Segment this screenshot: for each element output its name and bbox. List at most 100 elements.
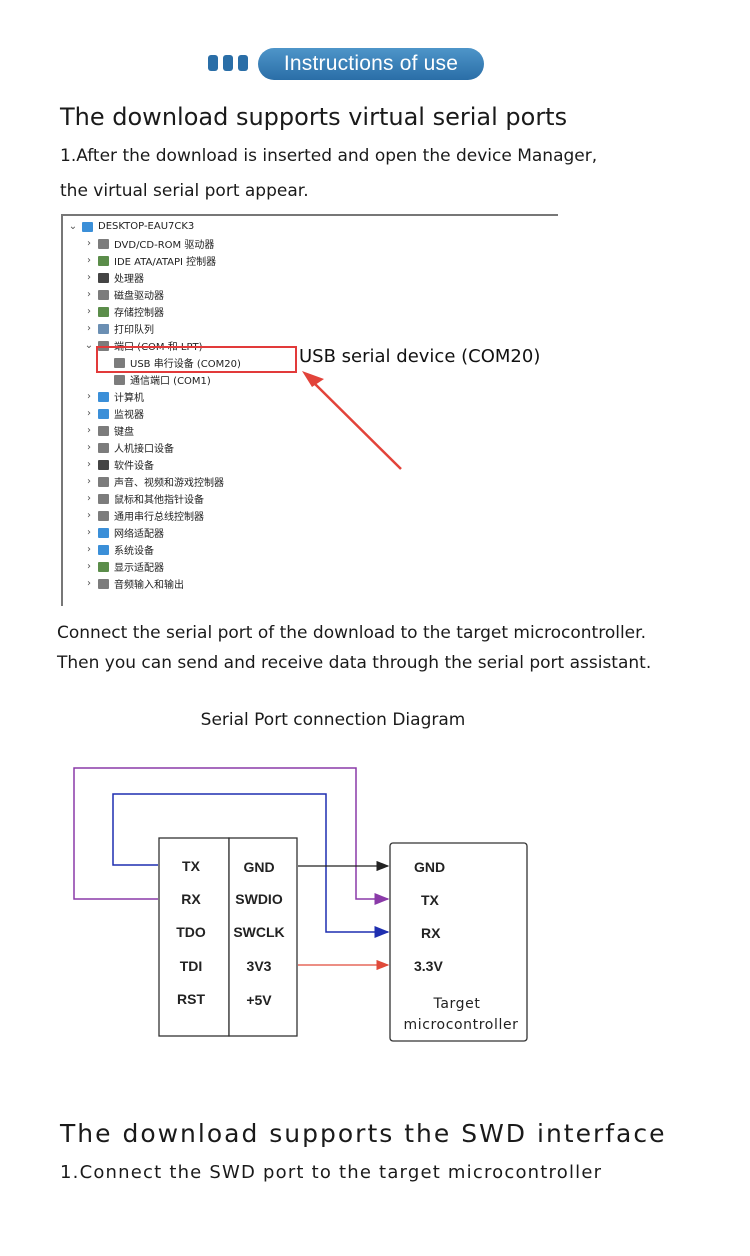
device-tree-item: › 键盘 [83, 422, 134, 439]
software-device-icon [98, 459, 109, 470]
display-adapter-icon [98, 561, 109, 572]
network-adapter-icon [98, 527, 109, 538]
chevron-right-icon: › [87, 561, 91, 572]
pin-label: +5V [246, 992, 272, 1008]
target-box [389, 842, 528, 1042]
usb-icon [98, 510, 109, 521]
header-dot [238, 55, 248, 71]
device-tree-item: › 处理器 [83, 269, 144, 286]
pin-label: TDI [180, 958, 203, 974]
section1-heading: The download supports virtual serial por… [60, 103, 568, 131]
keyboard-icon [98, 425, 109, 436]
section2-heading: The download supports the SWD interface [60, 1119, 667, 1148]
pin-label: SWCLK [233, 924, 284, 940]
system-device-icon [98, 544, 109, 555]
chevron-right-icon: › [87, 408, 91, 419]
device-tree-item: › 鼠标和其他指针设备 [83, 490, 204, 507]
section2-step: 1.Connect the SWD port to the target mic… [60, 1162, 603, 1183]
target-label: microcontroller [403, 1017, 518, 1033]
ide-controller-icon [98, 255, 109, 266]
device-tree-item: 通信端口 (COM1) [99, 371, 211, 388]
connect-text-line1: Connect the serial port of the download … [57, 623, 646, 643]
target-label: Target [433, 996, 481, 1012]
device-tree-item: › 磁盘驱动器 [83, 286, 164, 303]
wire-rx-to-tx [73, 767, 390, 905]
pin-label: TX [182, 858, 201, 874]
callout-label: USB serial device (COM20) [299, 346, 541, 367]
connector-left-box [158, 837, 230, 1037]
device-tree-item: › 存储控制器 [83, 303, 164, 320]
chevron-right-icon: › [87, 238, 91, 249]
port-icon [114, 357, 125, 368]
chevron-right-icon: › [87, 255, 91, 266]
target-pin-label: GND [414, 859, 445, 875]
pin-label: RST [177, 991, 205, 1007]
diagram-title: Serial Port connection Diagram [200, 710, 466, 730]
red-arrow-icon [302, 371, 402, 470]
chevron-right-icon: › [87, 306, 91, 317]
monitor-icon [98, 408, 109, 419]
audio-io-icon [98, 578, 109, 589]
printer-icon [98, 323, 109, 334]
wire-tx-to-rx [112, 793, 390, 938]
chevron-right-icon: › [87, 578, 91, 589]
chevron-right-icon: › [87, 289, 91, 300]
header-dots [208, 55, 248, 71]
connect-text-line2: Then you can send and receive data throu… [57, 653, 652, 673]
pin-label: GND [243, 859, 274, 875]
pin-label: RX [181, 891, 201, 907]
chevron-down-icon: ⌄ [84, 340, 94, 351]
pin-label: SWDIO [235, 891, 283, 907]
dvd-drive-icon [98, 238, 109, 249]
highlight-box [96, 346, 297, 373]
wiring-diagram: TX RX TDO TDI RST GND SWDIO SWCLK 3V3 +5… [73, 767, 528, 1042]
port-icon [114, 374, 125, 385]
device-tree-item: › 软件设备 [83, 456, 154, 473]
chevron-right-icon: › [87, 510, 91, 521]
device-tree-item: › DVD/CD-ROM 驱动器 [83, 235, 214, 252]
target-pin-label: 3.3V [414, 958, 443, 974]
device-tree-item: › 网络适配器 [83, 524, 164, 541]
computer-icon [82, 221, 93, 232]
header-dot [223, 55, 233, 71]
section-title-pill: Instructions of use [258, 48, 484, 80]
device-tree-item: › 声音、视频和游戏控制器 [83, 473, 224, 490]
hid-icon [98, 442, 109, 453]
device-tree-item: › IDE ATA/ATAPI 控制器 [83, 252, 216, 269]
computer-icon [98, 391, 109, 402]
chevron-right-icon: › [87, 425, 91, 436]
speaker-icon [98, 476, 109, 487]
device-tree-item: › 显示适配器 [83, 558, 164, 575]
port-icon [98, 340, 109, 351]
chevron-right-icon: › [87, 391, 91, 402]
target-pin-label: RX [421, 925, 441, 941]
chevron-right-icon: › [87, 442, 91, 453]
target-pin-label: TX [421, 892, 440, 908]
mouse-icon [98, 493, 109, 504]
device-tree-item: › 打印队列 [83, 320, 154, 337]
device-manager-screenshot: ⌄ DESKTOP-EAU7CK3 › DVD/CD-ROM 驱动器 › IDE… [61, 214, 558, 606]
disk-drive-icon [98, 289, 109, 300]
processor-icon [98, 272, 109, 283]
connector-right-box [228, 837, 298, 1037]
storage-controller-icon [98, 306, 109, 317]
device-tree-item: › 系统设备 [83, 541, 154, 558]
chevron-right-icon: › [87, 544, 91, 555]
section1-step-line2: the virtual serial port appear. [60, 181, 309, 201]
device-tree-item: › 监视器 [83, 405, 144, 422]
pin-label: TDO [176, 924, 206, 940]
chevron-right-icon: › [87, 476, 91, 487]
device-tree-item: › 计算机 [83, 388, 144, 405]
chevron-right-icon: › [87, 493, 91, 504]
header-dot [208, 55, 218, 71]
chevron-right-icon: › [87, 323, 91, 334]
chevron-right-icon: › [87, 272, 91, 283]
pin-label: 3V3 [247, 958, 272, 974]
device-tree-item: › 人机接口设备 [83, 439, 174, 456]
chevron-down-icon: ⌄ [68, 221, 78, 232]
device-tree-root: ⌄ DESKTOP-EAU7CK3 [68, 221, 195, 232]
device-tree-item-usb-serial: USB 串行设备 (COM20) [99, 354, 241, 371]
chevron-right-icon: › [87, 527, 91, 538]
chevron-right-icon: › [87, 459, 91, 470]
section1-step-line1: 1.After the download is inserted and ope… [60, 146, 598, 166]
